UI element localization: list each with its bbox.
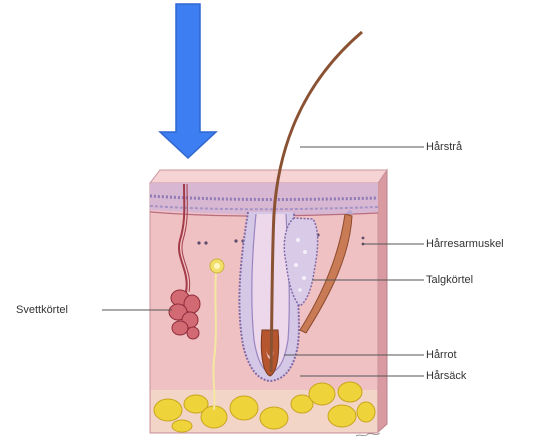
- label-talgkortel: Talgkörtel: [426, 274, 473, 286]
- label-svettkortel: Svettkörtel: [16, 304, 68, 316]
- label-harstra: Hårstrå: [426, 141, 462, 153]
- down-arrow-icon: [160, 4, 216, 158]
- label-harsack: Hårsäck: [426, 370, 466, 382]
- label-harrot: Hårrot: [426, 349, 457, 361]
- label-harresarmuskel: Hårresarmuskel: [426, 238, 504, 250]
